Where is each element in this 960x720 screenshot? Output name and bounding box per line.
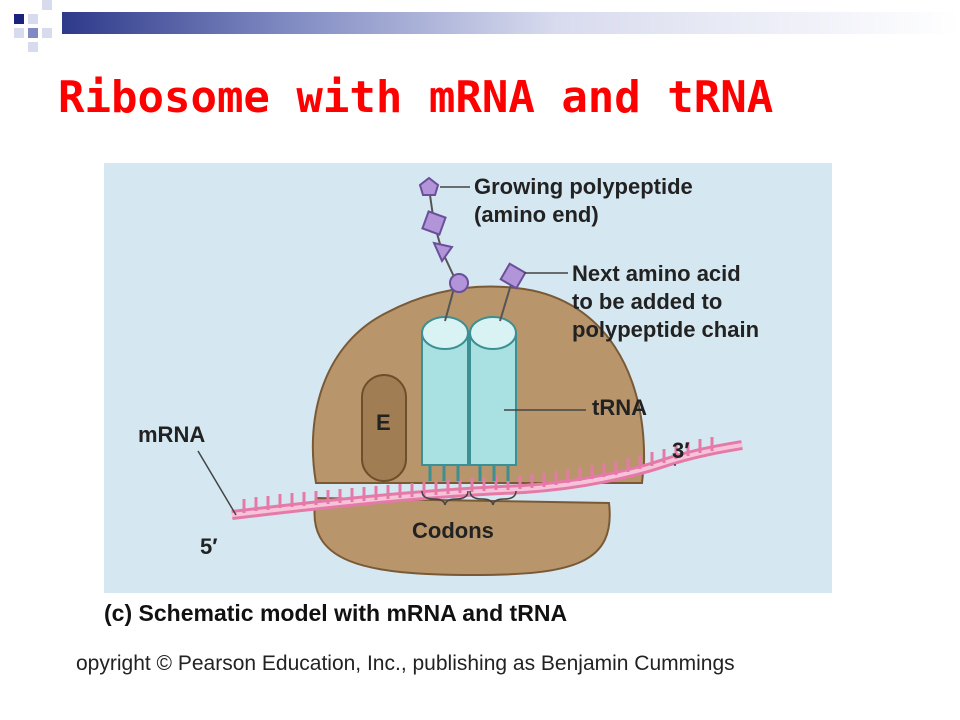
label-trna: tRNA xyxy=(592,395,647,420)
label-growing-polypeptide: Growing polypeptide (amino end) xyxy=(474,174,693,227)
deco-square xyxy=(28,28,38,38)
small-ribosomal-subunit xyxy=(313,496,611,577)
ribosome-figure: Growing polypeptide (amino end) Next ami… xyxy=(104,163,832,593)
label-five-prime: 5′ xyxy=(200,534,218,559)
amino-acid-triangle xyxy=(432,241,454,264)
slide-title: Ribosome with mRNA and tRNA xyxy=(58,72,774,123)
ribosome-diagram xyxy=(197,176,743,577)
deco-square xyxy=(28,14,38,24)
amino-acid-square xyxy=(421,210,447,236)
figure-caption: (c) Schematic model with mRNA and tRNA xyxy=(104,600,567,627)
caption-text: Schematic model with mRNA and tRNA xyxy=(138,600,568,626)
label-codons: Codons xyxy=(412,518,494,543)
amino-acid-pentagon xyxy=(418,176,440,196)
deco-square xyxy=(14,14,24,24)
label-mrna: mRNA xyxy=(138,422,206,447)
label-e-site: E xyxy=(376,410,391,435)
e-site-pocket xyxy=(361,374,407,482)
mrna-strand xyxy=(231,437,743,520)
growing-polypeptide-chain xyxy=(418,176,469,322)
label-next-amino-acid: Next amino acid to be added to polypepti… xyxy=(572,261,760,342)
caption-letter: (c) xyxy=(104,600,133,626)
deco-square xyxy=(42,28,52,38)
deco-square xyxy=(28,42,38,52)
amino-acid-circle xyxy=(449,273,469,293)
label-three-prime: 3′ xyxy=(672,438,690,463)
trna-molecules xyxy=(421,316,517,481)
label-leader-lines xyxy=(197,186,676,516)
trna-p-site xyxy=(421,332,469,466)
deco-square xyxy=(42,0,52,10)
trna-a-site xyxy=(469,332,517,466)
copyright-notice: opyright © Pearson Education, Inc., publ… xyxy=(76,652,735,675)
deco-square xyxy=(14,28,24,38)
header-gradient-bar xyxy=(62,12,960,34)
next-amino-acid xyxy=(499,262,527,322)
